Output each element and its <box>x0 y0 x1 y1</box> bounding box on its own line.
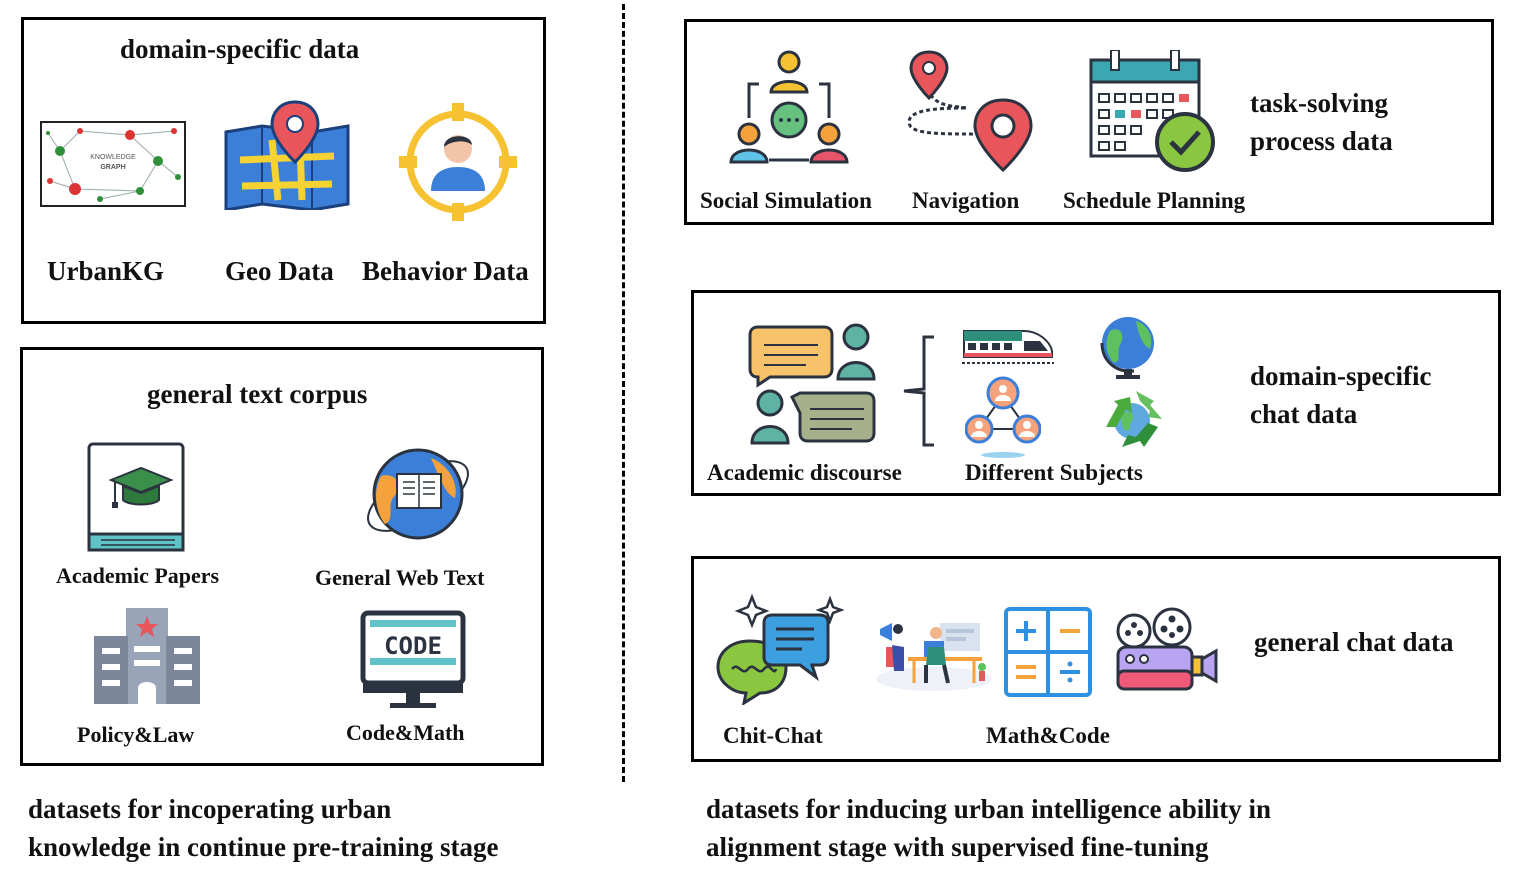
right-caption-line1: datasets for inducing urban intelligence… <box>706 794 1272 824</box>
box-title-line1: task-solving <box>1250 88 1389 118</box>
label-navigation: Navigation <box>912 188 1020 213</box>
box-title: general chat data <box>1254 627 1454 657</box>
kg-text-1: KNOWLEDGE <box>90 154 136 161</box>
code-text: CODE <box>384 632 442 660</box>
calculator-icon <box>1004 607 1092 697</box>
label-code-math: Code&Math <box>346 720 465 745</box>
label-general-web-text: General Web Text <box>315 565 485 590</box>
domain-chat-box: Academic discourse Different Subjects do… <box>691 290 1501 496</box>
label-social-simulation: Social Simulation <box>700 188 872 213</box>
label-behavior-data: Behavior Data <box>362 256 529 286</box>
right-caption: datasets for inducing urban intelligence… <box>706 790 1271 866</box>
calendar-check-icon <box>1089 49 1217 174</box>
recycle-globe-icon <box>1096 385 1168 455</box>
label-policy-law: Policy&Law <box>77 722 195 747</box>
curly-brace <box>898 335 938 447</box>
general-text-corpus-box: general text corpus Academic Papers Gene… <box>20 347 544 766</box>
coding-desk-icon <box>874 617 992 693</box>
general-chat-box: Chit-Chat Math&Code general chat data <box>691 556 1501 762</box>
label-academic-papers: Academic Papers <box>56 563 220 588</box>
label-academic-discourse: Academic discourse <box>707 460 902 485</box>
kg-text-2: GRAPH <box>100 164 125 171</box>
conversation-icon <box>748 321 878 445</box>
task-solving-box: Social Simulation Navigation Schedule Pl… <box>684 19 1494 225</box>
box-title-line2: process data <box>1250 126 1393 156</box>
film-camera-icon <box>1116 607 1218 693</box>
dashed-divider <box>622 4 625 782</box>
code-monitor-icon: CODE <box>360 610 466 710</box>
government-building-icon <box>92 608 202 704</box>
left-caption-line2: knowledge in continue pre-training stage <box>28 832 499 862</box>
globe-icon <box>1096 313 1160 379</box>
box-title-line1: domain-specific <box>1250 361 1432 391</box>
box-title: domain-specific data <box>120 34 360 64</box>
label-chit-chat: Chit-Chat <box>723 723 823 748</box>
route-pins-icon <box>905 50 1035 173</box>
chat-bubbles-icon <box>716 589 845 707</box>
label-schedule-planning: Schedule Planning <box>1063 188 1246 213</box>
left-caption: datasets for incoperating urban knowledg… <box>28 790 499 866</box>
social-network-icon <box>729 48 849 164</box>
box-title: general text corpus <box>147 379 368 409</box>
label-urbankg: UrbanKG <box>47 256 165 286</box>
target-person-icon <box>399 103 517 221</box>
label-different-subjects: Different Subjects <box>965 460 1143 485</box>
label-math-code: Math&Code <box>986 723 1110 748</box>
left-caption-line1: datasets for incoperating urban <box>28 794 392 824</box>
box-title-line2: chat data <box>1250 399 1358 429</box>
map-pin-icon <box>222 100 352 212</box>
right-caption-line2: alignment stage with supervised fine-tun… <box>706 832 1209 862</box>
graduation-book-icon <box>85 442 187 554</box>
domain-specific-data-box: domain-specific data KNOWLEDGE <box>21 17 546 324</box>
globe-book-icon <box>359 446 477 546</box>
people-network-icon <box>964 375 1042 459</box>
train-icon <box>962 327 1054 367</box>
knowledge-graph-icon: KNOWLEDGE GRAPH <box>40 121 186 207</box>
label-geo-data: Geo Data <box>225 256 334 286</box>
